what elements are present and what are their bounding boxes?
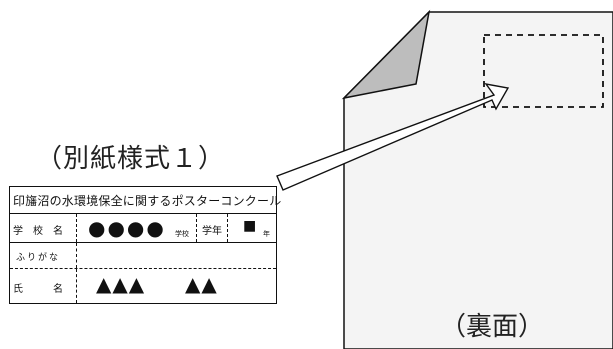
folded-corner (341, 9, 431, 100)
school-suffix: 学校 (175, 230, 189, 238)
form-title-row: 印旛沼の水環境保全に関するポスターコンクール (10, 187, 281, 214)
furigana-divider (76, 243, 77, 268)
placement-arrow (276, 82, 510, 191)
school-name-placeholder: ●●●● (88, 216, 166, 240)
form-title: 印旛沼の水環境保全に関するポスターコンクール (13, 194, 282, 208)
school-divider (76, 214, 77, 242)
grade-divider-left (196, 214, 197, 242)
school-label: 学 校 名 (13, 226, 63, 237)
given-name-placeholder: ▲▲ (185, 272, 218, 296)
name-row: 氏 名 ▲▲▲ ▲▲ (10, 269, 276, 303)
grade-divider-right (227, 214, 228, 242)
form-caption: （別紙様式１） (36, 144, 226, 174)
grade-suffix: 年 (263, 230, 270, 238)
grade-placeholder: ■ (243, 218, 257, 234)
family-name-placeholder: ▲▲▲ (96, 272, 146, 296)
furigana-row: ふりがな (10, 243, 276, 269)
name-divider (76, 269, 77, 303)
label-placement-box (483, 34, 604, 108)
furigana-label: ふりがな (16, 253, 61, 263)
school-row: 学 校 名 ●●●● 学校 学年 ■ 年 (10, 214, 276, 243)
back-side-caption: （裏面） (440, 312, 545, 342)
grade-label: 学年 (202, 226, 222, 237)
entry-label-form: 印旛沼の水環境保全に関するポスターコンクール 学 校 名 ●●●● 学校 学年 … (9, 186, 281, 304)
name-label: 氏 名 (13, 284, 63, 295)
